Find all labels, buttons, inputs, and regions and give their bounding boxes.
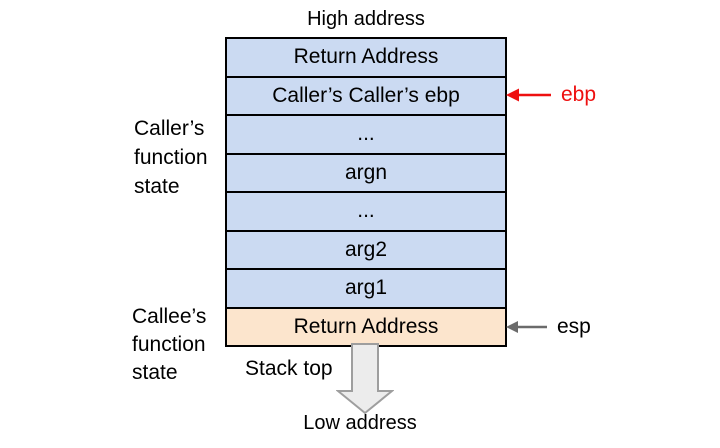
stack-cell-arg2: arg2 [227,231,505,270]
stack-cell-callee-return-address: Return Address [227,308,505,345]
caller-function-state-label: Caller’s function state [134,114,208,201]
esp-pointer: esp [506,315,591,338]
ebp-arrow-icon [506,88,551,102]
stack-cell-argn: argn [227,154,505,193]
callee-label-line2: function [132,333,206,356]
ebp-label: ebp [561,83,597,106]
stack-table: Return Address Caller’s Caller’s ebp ...… [225,37,507,347]
high-address-label: High address [307,8,425,30]
stack-top-label: Stack top [245,357,333,380]
esp-label: esp [557,315,591,338]
stack-top-arrow-icon [336,343,394,415]
caller-label-line2: function [134,146,208,169]
ebp-pointer: ebp [506,83,597,106]
caller-label-line3: state [134,175,180,198]
callee-function-state-label: Callee’s function state [132,303,206,387]
stack-cell-arg1: arg1 [227,270,505,309]
stack-cell-ellipsis-2: ... [227,193,505,232]
callee-label-line3: state [132,361,178,384]
stack-cell-ellipsis-1: ... [227,116,505,155]
stack-cell-callers-callers-ebp: Caller’s Caller’s ebp [227,77,505,116]
esp-arrow-icon [506,321,547,333]
callee-label-line1: Callee’s [132,305,207,328]
stack-cell-return-address: Return Address [227,39,505,78]
low-address-label: Low address [303,412,417,434]
caller-label-line1: Caller’s [134,117,205,140]
